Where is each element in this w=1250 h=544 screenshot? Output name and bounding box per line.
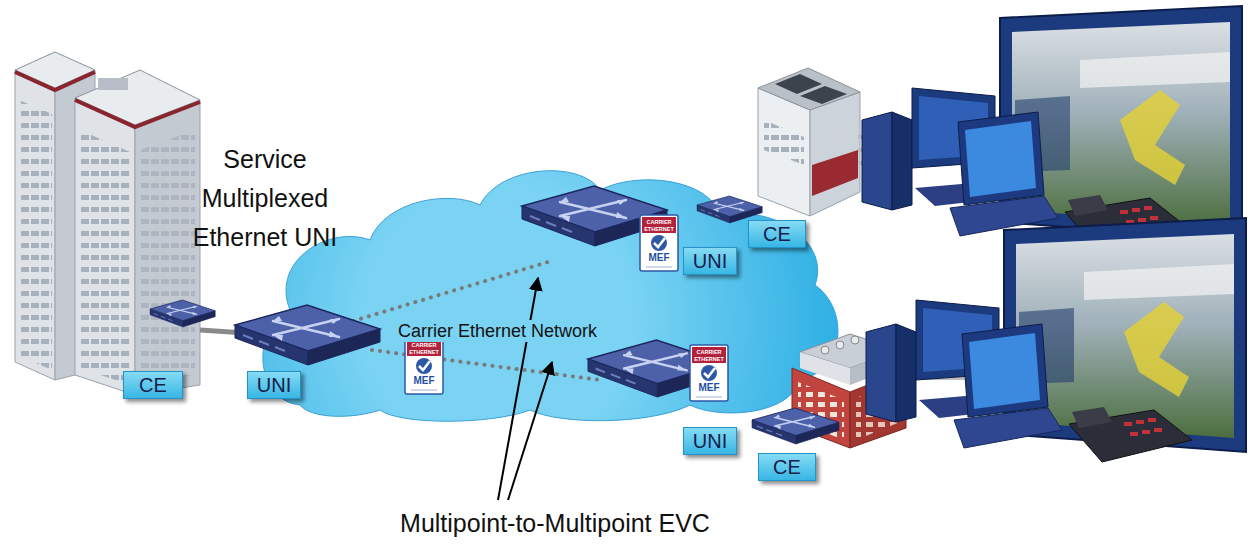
badge-text: CARRIER ETHERNET xyxy=(407,342,441,355)
box-text: CE xyxy=(139,374,167,396)
ce-label-box: CE xyxy=(123,371,183,399)
uni-switch xyxy=(235,305,380,365)
box-text: UNI xyxy=(693,430,727,452)
box-text: UNI xyxy=(257,374,291,396)
leader-arrows xyxy=(498,278,552,500)
mef-badge xyxy=(405,338,443,394)
uni-label-box: UNI xyxy=(683,427,737,455)
workstation-group xyxy=(866,218,1246,462)
annotation-text: Service Multiplexed Ethernet UNI xyxy=(185,140,345,257)
evc-dotted-lines xyxy=(330,262,600,380)
ce-label-box: CE xyxy=(758,453,816,481)
box-text: CE xyxy=(763,223,791,245)
badge-text: CARRIER ETHERNET xyxy=(692,349,726,362)
badge-logo-text: MEF xyxy=(405,375,443,387)
box-text: UNI xyxy=(693,250,727,272)
badge-text: CARRIER ETHERNET xyxy=(642,219,676,232)
cloud-title: Carrier Ethernet Network xyxy=(394,320,601,342)
uni-label-box: UNI xyxy=(683,247,737,275)
annotation-text: Multipoint-to-Multipoint EVC xyxy=(300,508,810,538)
badge-logo-text: MEF xyxy=(690,382,728,394)
office-towers xyxy=(15,52,200,395)
ce-device xyxy=(697,196,762,223)
mef-badge xyxy=(690,345,728,401)
ce-device xyxy=(752,408,839,444)
mef-badge xyxy=(640,215,678,271)
box-text: CE xyxy=(773,456,801,478)
cloud-shape xyxy=(263,171,838,422)
workstation-group xyxy=(862,6,1242,250)
badge-logo-text: MEF xyxy=(640,252,678,264)
uni-label-box: UNI xyxy=(247,371,301,399)
ce-label-box: CE xyxy=(748,220,806,248)
branch-office xyxy=(758,68,860,216)
ce-device xyxy=(150,300,215,327)
